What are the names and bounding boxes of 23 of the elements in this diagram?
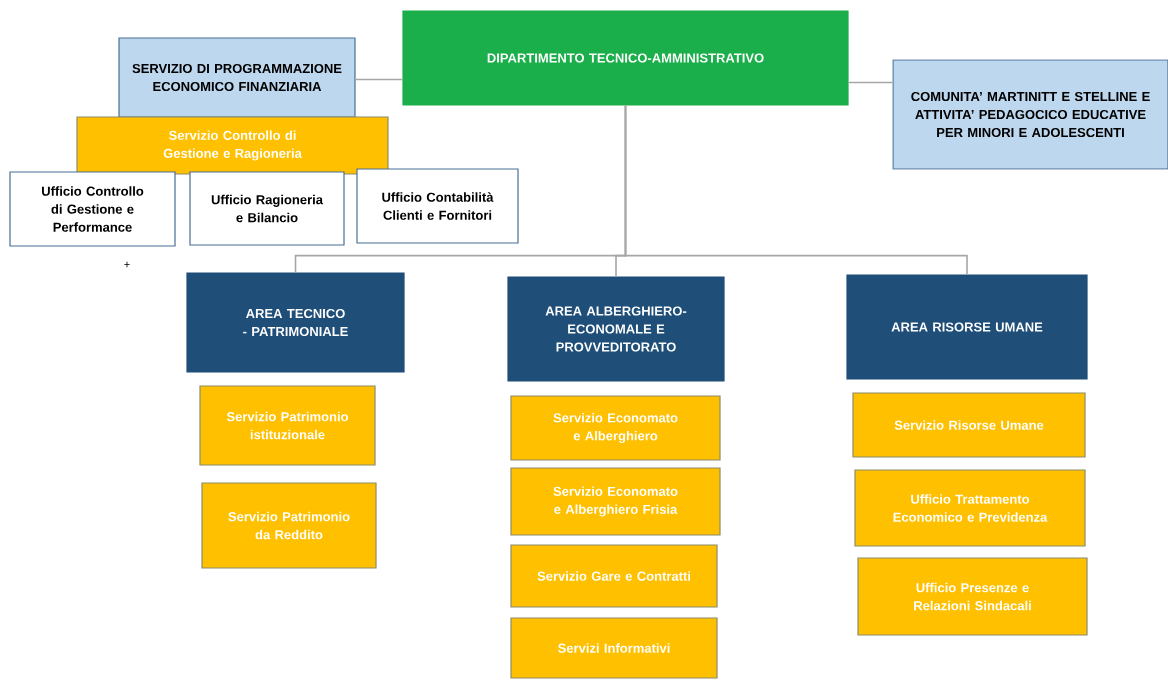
office-box: Ufficio Contabilità Clienti e Fornitori	[356, 168, 519, 244]
service-box: Servizio Economato e Alberghiero Frisia	[510, 467, 721, 536]
area-box: AREA RISORSE UMANE	[846, 274, 1088, 380]
service-box: Servizio Patrimonio da Reddito	[201, 482, 377, 569]
service-box: Servizi Informativi	[510, 617, 718, 679]
connector-line	[847, 81, 894, 84]
office-box: Ufficio Ragioneria e Bilancio	[189, 171, 345, 246]
service-box: Servizio Risorse Umane	[852, 392, 1086, 458]
area-box: AREA ALBERGHIERO-ECONOMALE E PROVVEDITORATO	[507, 276, 725, 382]
office-box: Ufficio Trattamento Economico e Previdenza	[854, 469, 1086, 547]
plus-mark: +	[124, 261, 130, 268]
office-box: Ufficio Presenze e Relazioni Sindacali	[857, 557, 1088, 636]
service-box: Servizio Gare e Contratti	[510, 544, 718, 608]
connector-line	[354, 78, 404, 81]
service-box: Servizio Patrimonio istituzionale	[199, 385, 376, 466]
service-box: SERVIZIO DI PROGRAMMAZIONE ECONOMICO FINANZIARIA	[118, 37, 356, 118]
service-box: Servizio Controllo di Gestione e Ragioneria	[76, 116, 389, 175]
service-box: COMUNITA’ MARTINITT E STELLINE E ATTIVITA’ PEDAGOCICO EDUCATIVE PER MINORI E ADOLESCENTI	[892, 59, 1168, 170]
office-box: Ufficio Controllo di Gestione e Performance	[9, 171, 176, 247]
connector-line	[624, 104, 968, 276]
dept-box: DIPARTIMENTO TECNICO-AMMINISTRATIVO	[402, 10, 849, 106]
service-box: Servizio Economato e Alberghiero	[510, 395, 721, 461]
area-box: AREA TECNICO - PATRIMONIALE	[186, 272, 405, 373]
